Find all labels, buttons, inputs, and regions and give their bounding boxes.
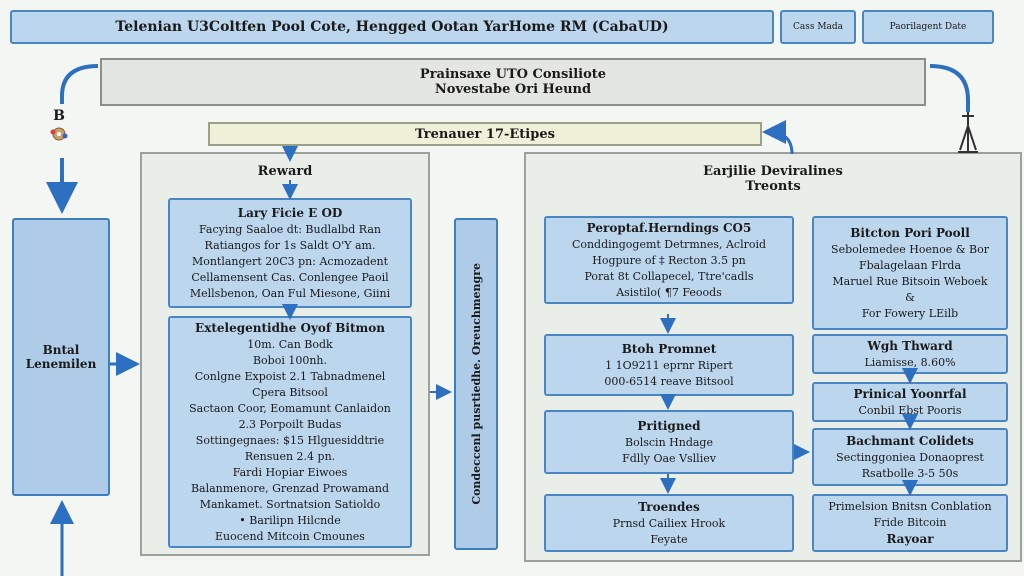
reward-box-1-line: Mellsbenon, Oan Ful Miesone, Giini	[189, 286, 391, 300]
header-title-bar: Telenian U3Coltfen Pool Cote, Hengged Oo…	[10, 10, 774, 44]
reward-box-2-line: Boboi 100nh.	[252, 353, 328, 367]
left-node-icon: B	[44, 108, 74, 152]
trend-box-title: Prinical Yoonrfal	[853, 386, 967, 401]
header-button-right[interactable]: Paorilagent Date	[862, 10, 994, 44]
reward-box-2-line: Conlgne Expoist 2.1 Tabnadmenel	[194, 369, 386, 383]
arrow-stage-right	[762, 120, 794, 155]
trend-box-line: Feyate	[650, 532, 688, 546]
subtitle-line1: Prainsaxe UTO Consiliote	[419, 67, 607, 82]
trend-box-line: Rsatbolle 3-5 50s	[861, 466, 959, 480]
trends-title-line1: Earjilie Deviralines	[703, 164, 843, 179]
trend-box-line: Rayoar	[886, 531, 934, 546]
trend-box-promnet: Btoh Promnet 1 1O9211 eprnr Ripert 000-6…	[544, 334, 794, 396]
trends-title: Earjilie Deviralines Treonts	[524, 164, 1022, 194]
reward-box-2-line: Rensuen 2.4 pn.	[244, 449, 336, 463]
left-block-line1: Bntal	[42, 343, 80, 357]
reward-box-2-line: Cpera Bitsool	[252, 385, 328, 399]
trend-box-line: Asistilo( ¶7 Feoods	[616, 285, 722, 299]
left-block: Bntal Lenemilen	[12, 218, 110, 496]
reward-box-1-line: Facying Saaloe dt: Budlalbd Ran	[199, 222, 381, 236]
trend-box-title: Pritigned	[637, 418, 701, 433]
antenna-icon	[958, 112, 978, 153]
trend-box-line: Bolscin Hndage	[625, 435, 713, 449]
reward-box-1-line: Cellamensent Cas. Conlengee Paoil	[191, 270, 389, 284]
trend-box-line: Maruel Rue Bitsoin Weboek	[832, 274, 988, 288]
reward-box-2: Extelegentidhe Oyof Bitmon 10m. Can Bodk…	[168, 316, 412, 548]
left-node-label: B	[53, 108, 65, 124]
reward-box-2-line: 10m. Can Bodk	[247, 337, 333, 351]
reward-box-2-line: Mankamet. Sortnatsion Satioldo	[199, 497, 381, 511]
trend-box-line: Fride Bitcoin	[873, 515, 947, 529]
trends-title-line2: Treonts	[745, 179, 801, 194]
trend-box-title: Bitcton Pori Pooll	[850, 225, 970, 240]
reward-title: Reward	[257, 164, 313, 179]
trend-box-thward: Wgh Thward Liamisse, 8.60%	[812, 334, 1008, 374]
reward-box-1-title: Lary Ficie E OD	[237, 205, 343, 220]
reward-box-2-line: Sactaon Coor, Eomamunt Canlaidon	[189, 401, 391, 415]
header-button-left[interactable]: Cass Mada	[780, 10, 856, 44]
reward-box-2-line: Sottingegnaes: $15 Hlguesiddtrie	[195, 433, 385, 447]
vertical-bar: Condeccenl pusrtiedhe. Oreuchmengre	[454, 218, 498, 550]
reward-box-2-line: 2.3 Porpoilt Budas	[238, 417, 342, 431]
subtitle-box: Prainsaxe UTO Consiliote Novestabe Ori H…	[100, 58, 926, 106]
trend-box-title: Bachmant Colidets	[846, 433, 974, 448]
trend-box-title: Peroptaf.Herndings CO5	[586, 220, 752, 235]
trend-box-line: 000-6514 reave Bitsool	[604, 374, 734, 388]
trend-box-line: Sebolemedee Hoenoe & Bor	[831, 242, 989, 256]
arrow-left-down	[46, 64, 99, 214]
trend-box-line: Porat 8t Collapecel, Ttre'cadls	[584, 269, 754, 283]
trend-box-line: Primelsion Bnitsn Conblation	[828, 499, 992, 513]
stage-label: Trenauer 17-Etipes	[415, 126, 555, 142]
reward-box-2-title: Extelegentidhe Oyof Bitmon	[195, 320, 385, 335]
trend-box-line: Prnsd Cailiex Hrook	[612, 516, 726, 530]
trend-box-line: Conbil Ebst Pooris	[858, 403, 962, 417]
reward-box-2-line: • Barilipn Hilcnde	[239, 513, 341, 527]
reward-box-1-line: Montlangert 20C3 pn: Acmozadent	[191, 254, 389, 268]
trend-box-line: Sectinggoniea Donaoprest	[836, 450, 984, 464]
reward-box-2-line: Euocend Mitcoin Cmounes	[215, 529, 365, 543]
trend-box-holdings: Peroptaf.Herndings CO5 Conddingogemt Det…	[544, 216, 794, 304]
trend-box-line: &	[905, 290, 915, 304]
header-button-left-label: Cass Mada	[792, 22, 844, 32]
reward-box-2-line: Fardi Hopiar Eiwoes	[232, 465, 348, 479]
header-button-right-label: Paorilagent Date	[889, 22, 967, 32]
trend-box-troendes: Troendes Prnsd Cailiex Hrook Feyate	[544, 494, 794, 552]
arrow-right-hook	[929, 64, 970, 112]
left-block-line2: Lenemilen	[25, 357, 97, 371]
stage-bar: Trenauer 17-Etipes	[208, 122, 762, 146]
trend-box-line: For Fowery LEilb	[861, 306, 959, 320]
trend-box-title: Wgh Thward	[867, 338, 953, 353]
trend-box-title: Troendes	[638, 499, 700, 514]
subtitle-line2: Novestabe Ori Heund	[434, 82, 592, 97]
trend-box-line: 1 1O9211 eprnr Ripert	[605, 358, 733, 372]
trend-box-pritigned: Pritigned Bolscin Hndage Fdlly Oae Vslli…	[544, 410, 794, 474]
trend-box-line: Hogpure of ‡ Recton 3.5 pn	[592, 253, 746, 267]
trend-box-line: Fbalagelaan Flrda	[858, 258, 962, 272]
trend-box-pool: Bitcton Pori Pooll Sebolemedee Hoenoe & …	[812, 216, 1008, 330]
reward-box-1: Lary Ficie E OD Facying Saaloe dt: Budla…	[168, 198, 412, 308]
trend-box-line: Liamisse, 8.60%	[864, 355, 956, 369]
trend-box-line: Fdlly Oae Vslliev	[622, 451, 716, 465]
gear-icon	[50, 127, 68, 141]
trend-box-title: Btoh Promnet	[621, 341, 717, 356]
reward-box-1-line: Ratiangos for 1s Saldt O'Y am.	[204, 238, 376, 252]
header-title: Telenian U3Coltfen Pool Cote, Hengged Oo…	[115, 19, 669, 35]
trend-box-line: Conddingogemt Detrmnes, Aclroid	[571, 237, 767, 251]
reward-box-2-line: Balanmenore, Grenzad Prowamand	[190, 481, 390, 495]
